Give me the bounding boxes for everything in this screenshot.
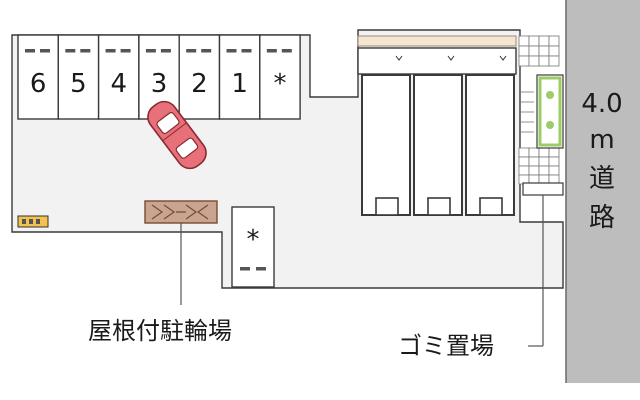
stall-number: 2 bbox=[191, 69, 208, 99]
road bbox=[566, 0, 640, 383]
apartment-unit bbox=[361, 55, 411, 216]
parking-stall: 4 bbox=[97, 34, 140, 120]
parking-stall: 1 bbox=[218, 34, 261, 120]
apartment-unit bbox=[413, 55, 463, 216]
stall-number: 4 bbox=[110, 69, 127, 99]
stall-number: 6 bbox=[30, 69, 47, 99]
building bbox=[357, 35, 517, 216]
road-width: 4.0 bbox=[581, 89, 622, 119]
parking-stall: 5 bbox=[57, 34, 100, 120]
road-name-2: 路 bbox=[589, 203, 615, 233]
tree-icon bbox=[536, 74, 564, 149]
stall-number: 5 bbox=[70, 69, 87, 99]
parking-stall: * bbox=[259, 34, 301, 120]
garbage-label: ゴミ置場 bbox=[398, 332, 494, 360]
bicycle-parking-label: 屋根付駐輪場 bbox=[88, 317, 232, 345]
garbage-area bbox=[522, 182, 564, 347]
stall-number: 3 bbox=[151, 69, 168, 99]
sign-icon bbox=[17, 215, 49, 228]
stall-number: * bbox=[273, 69, 286, 99]
bicycle-icon bbox=[144, 200, 218, 224]
stair-grid bbox=[518, 35, 560, 185]
parking-stall: 2 bbox=[178, 34, 221, 120]
parking-stall: 6 bbox=[17, 34, 59, 120]
road-name-1: 道 bbox=[589, 164, 615, 194]
road-unit: m bbox=[589, 125, 614, 155]
lower-stall: * bbox=[231, 206, 275, 288]
car-icon bbox=[147, 100, 207, 170]
apartment-unit bbox=[465, 55, 515, 216]
lower-stall-number: * bbox=[247, 225, 260, 255]
stall-number: 1 bbox=[231, 69, 248, 99]
